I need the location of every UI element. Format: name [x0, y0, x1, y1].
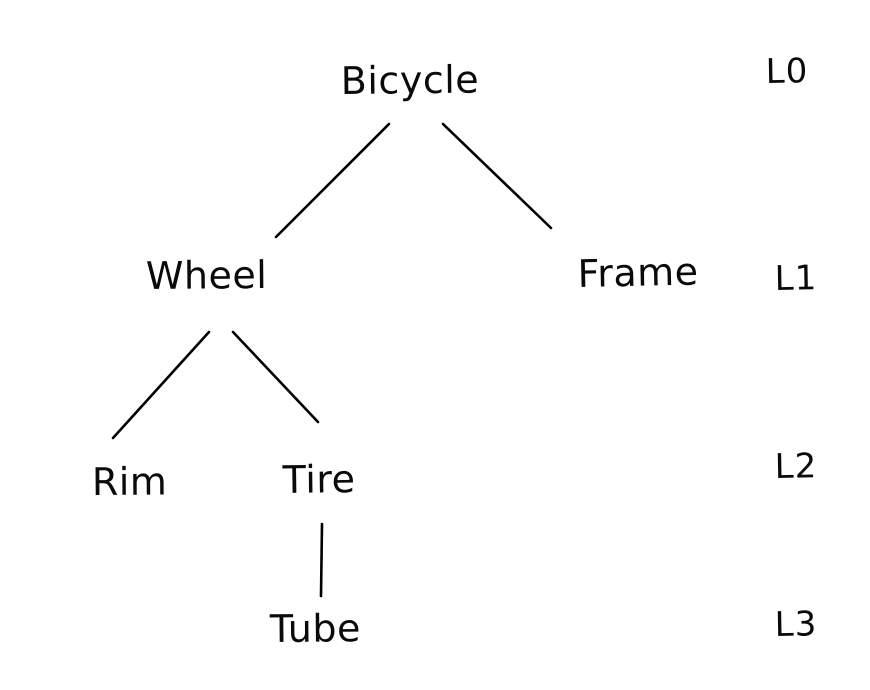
level-label-l3: L3 [774, 604, 818, 645]
edge-tire-tube [319, 522, 324, 598]
edge-bicycle-wheel [274, 122, 391, 239]
level-label-l0: L0 [765, 51, 809, 92]
node-tire[interactable]: Tire [282, 456, 356, 502]
edge-wheel-rim [111, 330, 211, 440]
node-tube[interactable]: Tube [269, 606, 362, 651]
edge-wheel-tire [231, 330, 320, 424]
node-wheel[interactable]: Wheel [145, 252, 268, 298]
level-label-l2: L2 [774, 446, 818, 487]
node-rim[interactable]: Rim [91, 459, 168, 504]
node-frame[interactable]: Frame [577, 249, 699, 296]
node-bicycle[interactable]: Bicycle [340, 57, 480, 103]
edge-bicycle-frame [441, 122, 553, 230]
level-label-l1: L1 [774, 258, 818, 299]
